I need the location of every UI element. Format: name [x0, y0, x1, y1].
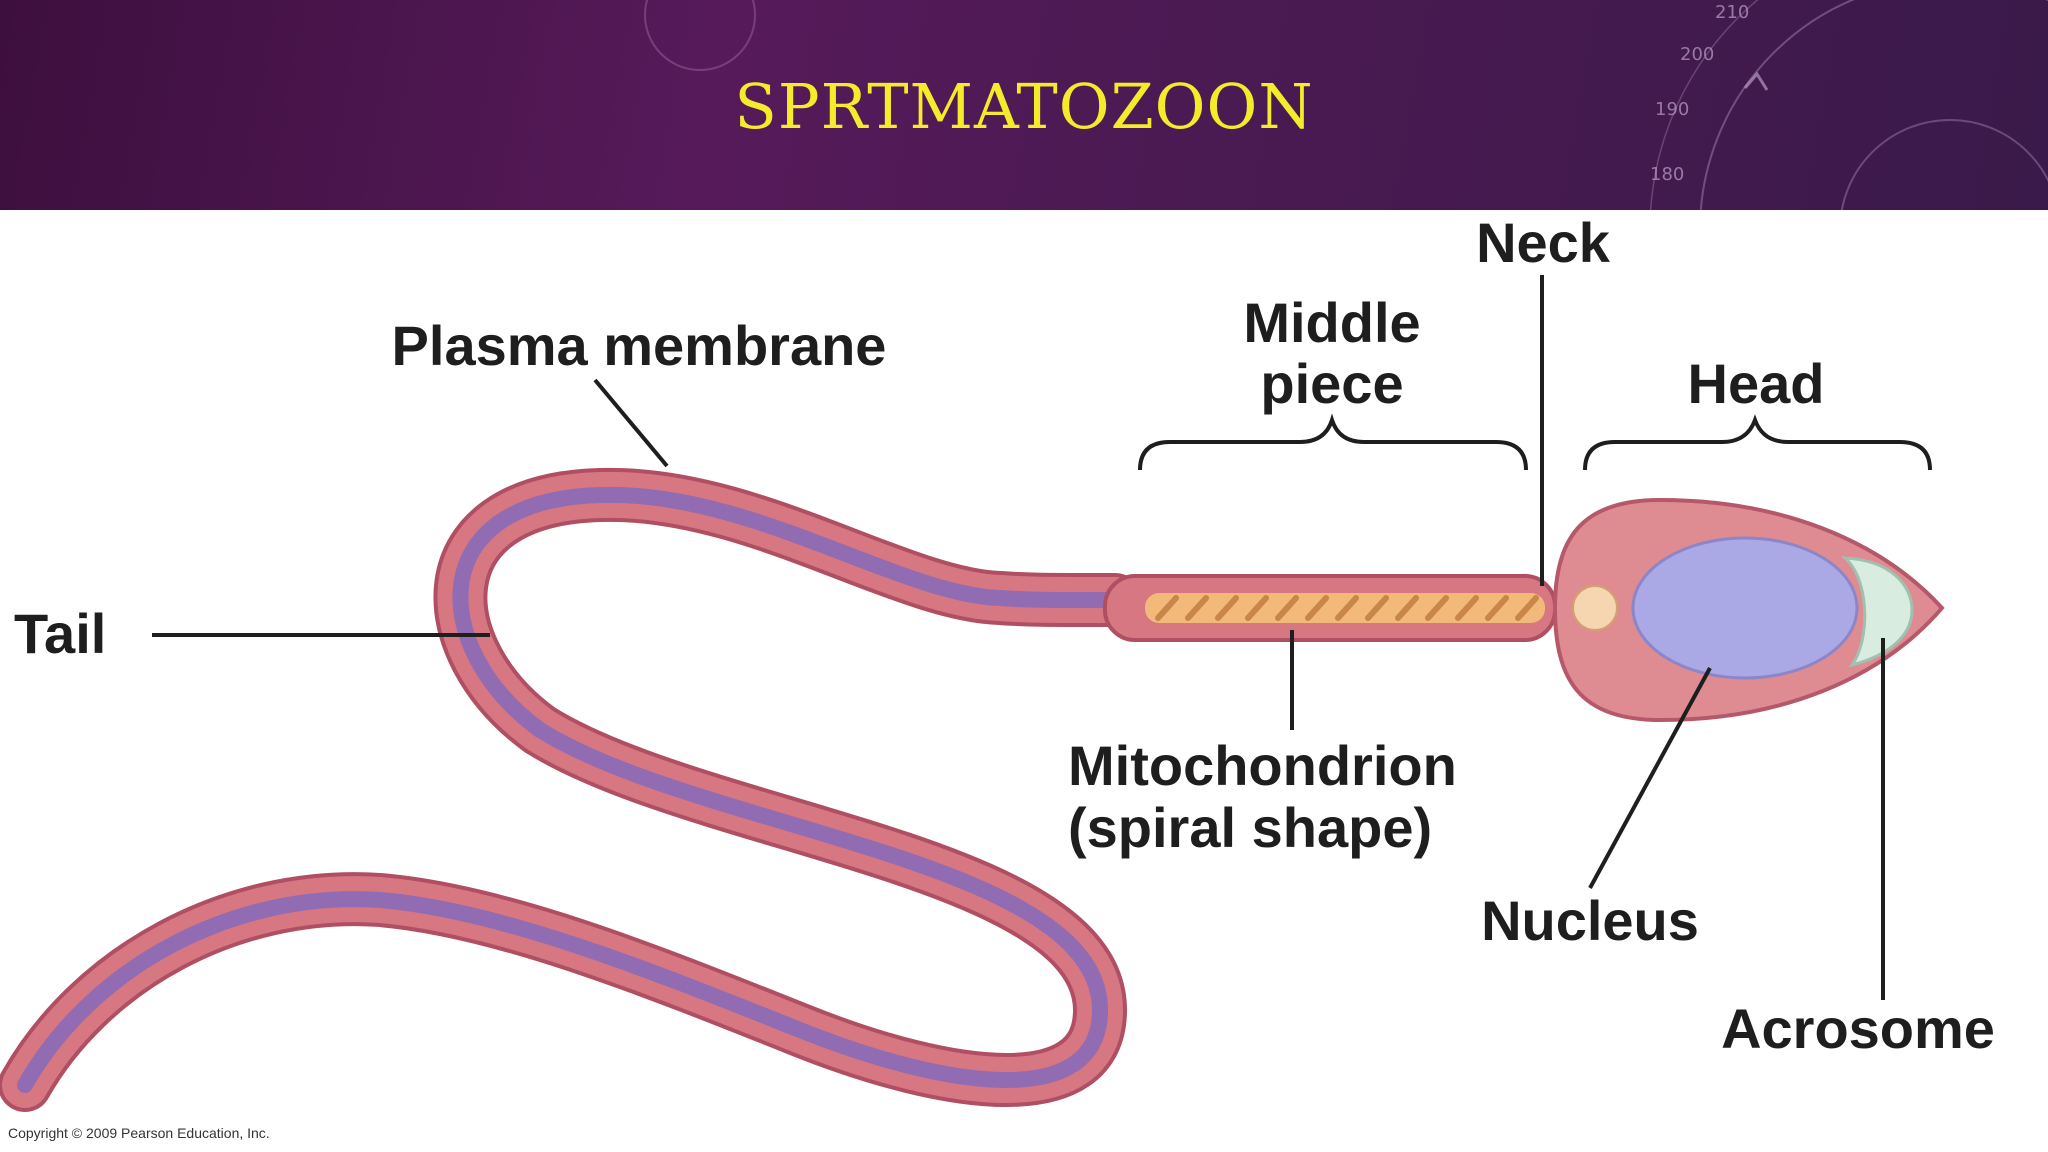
dial-tick: 200: [1680, 44, 1714, 65]
label-middle-piece-line1: Middle: [1243, 291, 1420, 354]
dial-arrow-icon: [1743, 71, 1769, 91]
copyright-notice: Copyright © 2009 Pearson Education, Inc.: [8, 1125, 270, 1141]
label-neck: Neck: [1476, 211, 1611, 274]
plasma-membrane-leader: [593, 378, 669, 468]
label-tail: Tail: [14, 602, 106, 665]
dial-tick: 180: [1650, 164, 1684, 185]
middle-piece-bracket: [1138, 413, 1528, 471]
label-plasma-membrane: Plasma membrane: [392, 314, 887, 377]
slide-title: SPRTMATOZOON: [734, 70, 1314, 143]
label-mitochondrion-line2: (spiral shape): [1068, 796, 1432, 859]
dial-tick: 190: [1655, 99, 1689, 120]
acrosome-shape: [1840, 556, 1914, 668]
label-nucleus: Nucleus: [1481, 889, 1699, 952]
head-bracket: [1583, 414, 1932, 471]
label-mitochondrion-line1: Mitochondrion: [1068, 734, 1457, 797]
dial-tick: 210: [1715, 2, 1749, 23]
centriole-shape: [1572, 585, 1618, 631]
title-banner: 180 190 200 210 SPRTMATOZOON: [0, 0, 2048, 210]
nucleus-leader: [1588, 667, 1712, 889]
label-head: Head: [1688, 352, 1825, 415]
sperm-diagram: Neck Middle piece Head Plasma membrane T…: [0, 211, 1995, 1141]
label-middle-piece-line2: piece: [1260, 352, 1403, 415]
mitochondrion-coils: [1155, 595, 1539, 621]
label-acrosome: Acrosome: [1721, 997, 1995, 1060]
banner-decoration: 180 190 200 210: [644, 0, 2048, 210]
nucleus-shape: [1631, 536, 1859, 680]
